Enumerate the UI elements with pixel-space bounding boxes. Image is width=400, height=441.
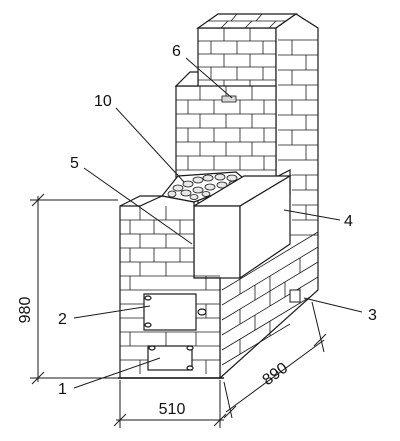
chimney-damper-mark (221, 95, 237, 103)
callout-10: 10 (94, 93, 112, 110)
height-dimension-label: 980 (17, 297, 34, 324)
height-dimension (30, 193, 118, 385)
callout-5: 5 (70, 155, 79, 172)
callout-6: 6 (172, 43, 181, 60)
chimney-lower (174, 71, 277, 183)
callout-2: 2 (58, 311, 67, 328)
water-tank (191, 174, 293, 280)
callout-leaders (73, 57, 363, 389)
depth-dimension-label: 890 (260, 360, 292, 390)
callout-4: 4 (344, 213, 353, 230)
callout-3: 3 (368, 307, 377, 324)
width-dimension (113, 380, 227, 428)
width-dimension-label: 510 (159, 401, 186, 418)
heater-stones (160, 171, 250, 203)
firebox-door (143, 293, 207, 331)
stove-front-face (118, 195, 224, 379)
ash-pit-door (147, 345, 194, 371)
callout-1: 1 (58, 381, 67, 398)
depth-dimension (223, 301, 327, 419)
